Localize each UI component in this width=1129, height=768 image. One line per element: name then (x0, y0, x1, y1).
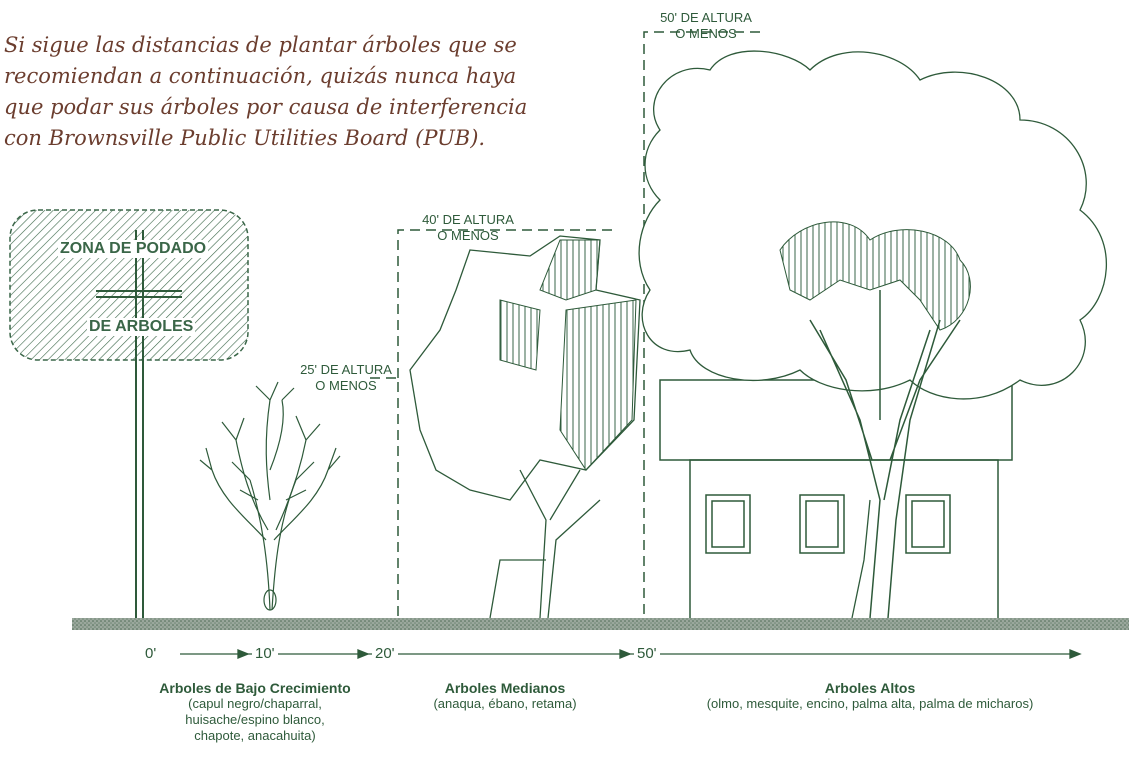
axis-tick-10: 10' (252, 645, 278, 662)
medium-tree (409, 235, 641, 619)
tall-tree (638, 50, 1108, 619)
category-title: Arboles Medianos (444, 680, 566, 696)
category-title: Arboles de Bajo Crecimiento (159, 680, 351, 696)
category-species: huisache/espino blanco, (185, 712, 325, 727)
height-limit-50 (643, 31, 760, 618)
intro-line: con Brownsville Public Utilities Board (… (4, 126, 486, 150)
axis-tick-50: 50' (634, 645, 660, 662)
height-label-40: 40' DE ALTURA O MENOS (398, 212, 538, 244)
height-label-line: O MENOS (437, 228, 499, 243)
category-tall: Arboles Altos (olmo, mesquite, encino, p… (660, 680, 1080, 712)
category-title: Arboles Altos (824, 680, 916, 696)
house (659, 379, 1013, 621)
category-species: chapote, anacahuita) (194, 728, 316, 743)
sign-line-2: DE ARBOLES (87, 318, 196, 336)
category-species: (olmo, mesquite, encino, palma alta, pal… (706, 696, 1034, 711)
axis-tick-0: 0' (142, 645, 160, 662)
intro-line: recomiendan a continuación, quizás nunca… (4, 64, 517, 88)
axis-tick-20: 20' (372, 645, 398, 662)
category-species: (capul negro/chaparral, (188, 696, 322, 711)
height-label-line: 50' DE ALTURA (660, 10, 752, 25)
height-label-line: 25' DE ALTURA (300, 362, 392, 377)
height-label-line: O MENOS (675, 26, 737, 41)
height-label-line: 40' DE ALTURA (422, 212, 514, 227)
sign-line-1: ZONA DE PODADO (58, 240, 209, 258)
intro-line: Si sigue las distancias de plantar árbol… (4, 33, 517, 57)
category-species: (anaqua, ébano, retama) (433, 696, 577, 711)
height-limit-40 (397, 229, 612, 378)
low-tree (199, 381, 341, 611)
height-label-25: 25' DE ALTURA O MENOS (276, 362, 416, 394)
category-medium: Arboles Medianos (anaqua, ébano, retama) (400, 680, 610, 712)
intro-text: Si sigue las distancias de plantar árbol… (4, 30, 564, 154)
category-low: Arboles de Bajo Crecimiento (capul negro… (140, 680, 370, 744)
ground-strip (72, 618, 1129, 630)
distance-axis (180, 649, 1082, 659)
height-label-line: O MENOS (315, 378, 377, 393)
height-limit-25 (370, 377, 399, 618)
trimming-zone-sign (9, 209, 249, 618)
intro-line: que podar sus árboles por causa de inter… (4, 95, 528, 119)
height-label-50: 50' DE ALTURA O MENOS (636, 10, 776, 42)
